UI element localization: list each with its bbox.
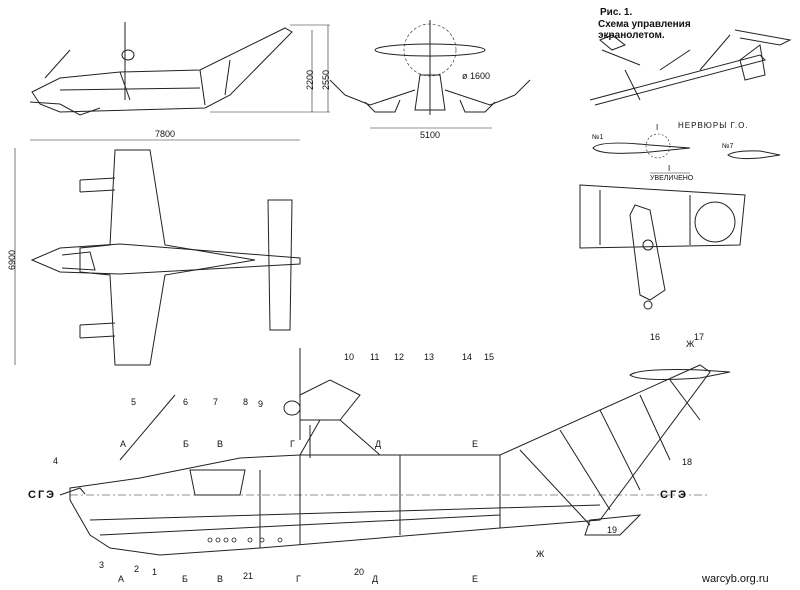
watermark: warcyb.org.ru xyxy=(702,573,769,585)
datum-label-left: СГЭ xyxy=(28,489,57,501)
section-zh-top: Ж xyxy=(686,339,695,349)
part-label-1: 1 xyxy=(152,567,158,577)
section-d-top: Д xyxy=(375,439,382,449)
dimension-prop-diameter: ø 1600 xyxy=(462,71,491,81)
ribs-title: НЕРВЮРЫ Г.О. xyxy=(678,121,749,130)
control-scheme xyxy=(589,29,792,106)
tail-ribs xyxy=(592,133,781,174)
front-view xyxy=(329,20,531,129)
section-a-top: А xyxy=(120,439,127,449)
part-label-8: 8 xyxy=(243,397,249,407)
part-label-13: 13 xyxy=(424,352,435,362)
part-label-15: 15 xyxy=(484,352,495,362)
part-label-18: 18 xyxy=(682,457,693,467)
part-label-2: 2 xyxy=(134,564,140,574)
dimension-height1: 2200 xyxy=(305,69,315,90)
section-a-bottom: А xyxy=(118,574,125,584)
part-label-21: 21 xyxy=(243,571,254,581)
section-zh-bottom: Ж xyxy=(536,549,545,559)
part-label-16: 16 xyxy=(650,332,661,342)
figure-number: Рис. 1. xyxy=(600,7,633,18)
dimension-length: 7800 xyxy=(155,129,176,139)
dimension-height2: 2550 xyxy=(321,69,331,90)
part-label-10: 10 xyxy=(344,352,355,362)
part-label-5: 5 xyxy=(131,397,137,407)
part-label-3: 3 xyxy=(99,560,105,570)
section-g-top: Г xyxy=(290,439,295,449)
enlarged-label: УВЕЛИЧЕНО xyxy=(650,175,694,182)
enlarged-detail xyxy=(579,184,746,310)
part-label-17: 17 xyxy=(694,332,705,342)
main-side-view xyxy=(59,348,731,556)
part-label-20: 20 xyxy=(354,567,365,577)
section-g-bottom: Г xyxy=(296,574,301,584)
part-label-14: 14 xyxy=(462,352,473,362)
section-d-bottom: Д xyxy=(372,574,379,584)
top-view xyxy=(14,139,301,366)
part-label-6: 6 xyxy=(183,397,189,407)
part-label-4: 4 xyxy=(53,456,59,466)
datum-label-right: СГЭ xyxy=(660,489,689,501)
detail-mark-2: I xyxy=(668,164,671,173)
rib-1-label: №1 xyxy=(592,134,604,141)
detail-mark: I xyxy=(656,123,659,132)
figure-caption-line1: Схема управления xyxy=(598,19,691,30)
rib-7-label: №7 xyxy=(722,143,734,150)
section-v-bottom: В xyxy=(217,574,224,584)
dimension-front-width: 5100 xyxy=(420,130,441,140)
section-b-bottom: Б xyxy=(182,574,188,584)
section-e-bottom: Е xyxy=(472,574,479,584)
part-label-7: 7 xyxy=(213,397,219,407)
part-label-19: 19 xyxy=(607,525,618,535)
section-b-top: Б xyxy=(183,439,189,449)
figure-caption-line2: экранолетом. xyxy=(598,30,665,41)
section-e-top: Е xyxy=(472,439,479,449)
side-view-small xyxy=(29,22,330,116)
section-v-top: В xyxy=(217,439,224,449)
part-label-9: 9 xyxy=(258,399,264,409)
part-label-11: 11 xyxy=(370,352,380,362)
part-label-12: 12 xyxy=(394,352,405,362)
dimension-span: 6900 xyxy=(7,249,17,270)
